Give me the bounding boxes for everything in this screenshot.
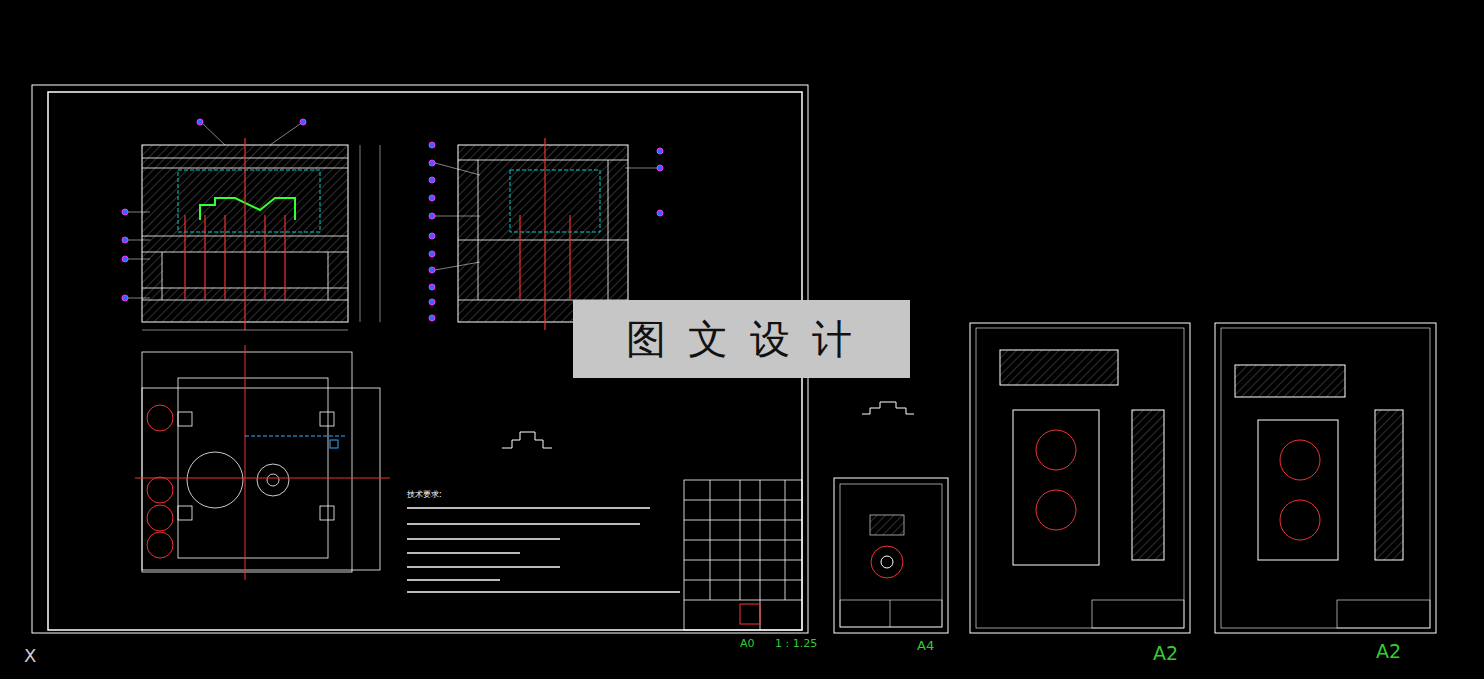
notes-heading: 技术要求: [407,489,442,500]
sheet-size: A4 [917,638,934,653]
sheet-size: A0 [740,637,755,650]
watermark-text: 图 文 设 计 [626,312,858,367]
axis-label: X [24,645,36,666]
watermark-box: 图 文 设 计 [573,300,910,378]
sheet-size: A2 [1376,640,1401,662]
sheet-size: A2 [1153,642,1178,664]
scale: 1 : 1.25 [775,637,817,650]
